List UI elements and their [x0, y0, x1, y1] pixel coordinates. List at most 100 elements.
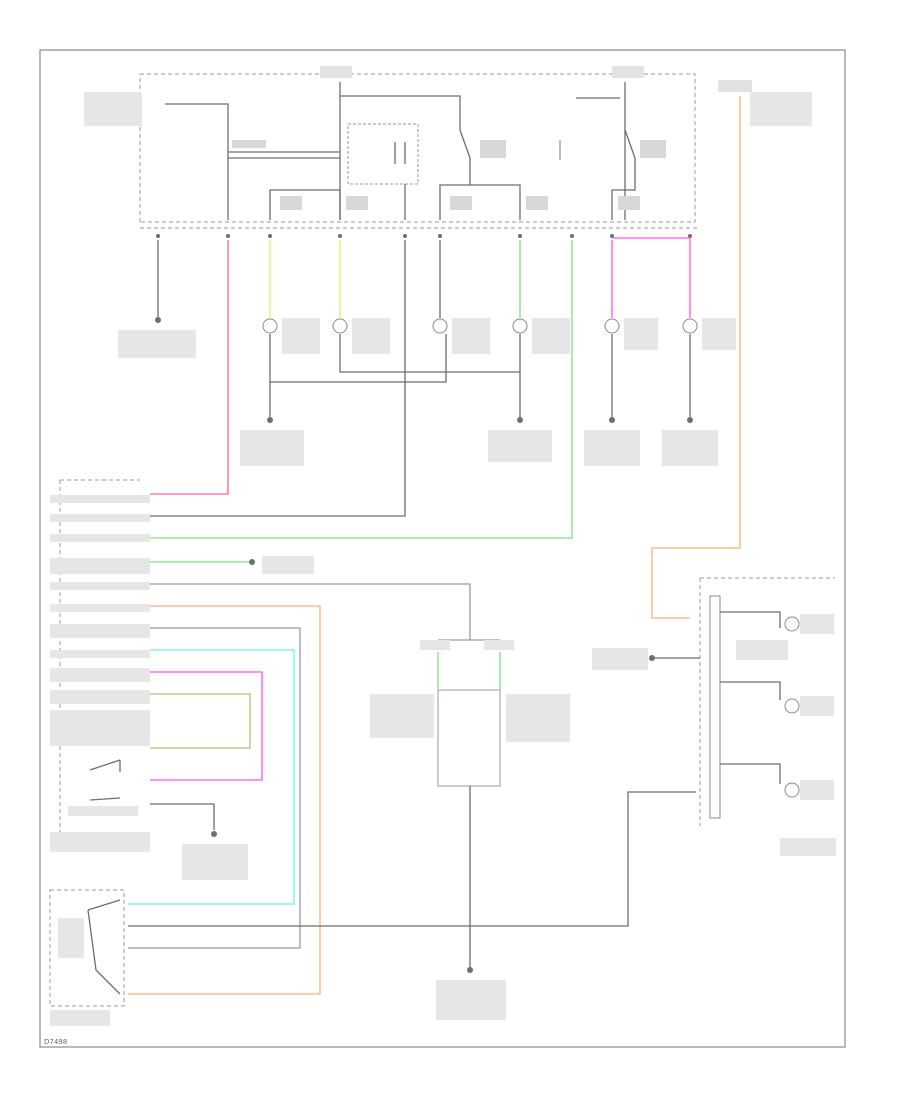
ground-symbol: [211, 831, 217, 837]
dist-wire-5: [611, 158, 636, 220]
module-pin-label: [50, 710, 150, 746]
module-pin-label: [50, 604, 150, 612]
center-relay: [370, 639, 570, 1020]
lamp-label: [352, 318, 390, 354]
lamp-right-high: [512, 318, 570, 354]
lamp-ground-link: [270, 334, 447, 383]
lamp-label: [532, 318, 570, 354]
gray-wire-module: [128, 627, 301, 949]
lamp-left-high: [432, 318, 490, 354]
ground-symbol: [517, 417, 523, 423]
ground-symbol: [267, 417, 273, 423]
hot-at-label-2: [612, 66, 644, 78]
connector-pin: [338, 234, 342, 238]
black-wire-module: [150, 240, 406, 517]
module-label: [50, 832, 150, 852]
relay-switch-2: [624, 129, 636, 159]
lamp-label: [452, 318, 490, 354]
fuse-label-5: [346, 196, 368, 210]
courtesy-label: [262, 556, 314, 574]
relay-side-label: [370, 694, 434, 738]
lamp-label: [624, 318, 658, 350]
connector-arrow: [249, 559, 255, 565]
module-pin-label: [50, 534, 150, 542]
indicator-lamp-icon: [784, 698, 800, 714]
orange-wire-module: [128, 605, 321, 995]
hot-at-label-1: [320, 66, 352, 78]
fuse-label-7: [526, 196, 548, 210]
dist-wire-1: [269, 189, 340, 220]
cluster-wire-3: [720, 763, 781, 784]
orange-wire-right: [651, 96, 741, 619]
connector-pin: [570, 234, 574, 238]
relay-feed-wire: [340, 95, 461, 130]
relay-outline: [437, 689, 501, 787]
left-feed-wire: [165, 103, 229, 220]
relay-pin-label: [484, 640, 514, 650]
diagram-border: [39, 49, 846, 1048]
lamp-ground-link-2: [339, 334, 521, 373]
footer-code: D7498: [44, 1038, 67, 1046]
module-pin-label: [50, 558, 150, 574]
black-wire-switch: [150, 803, 215, 830]
lamp-icon: [432, 318, 448, 334]
indicator-lamp-icon: [784, 616, 800, 632]
cluster-inner-label: [736, 640, 788, 660]
fuse-label-3: [640, 140, 666, 158]
switch-contacts: [87, 899, 121, 995]
magenta-wire-module: [150, 671, 263, 781]
relay-side-label-2: [506, 694, 570, 742]
module-pin-label: [50, 624, 150, 638]
hot-at-label-3: [718, 80, 752, 92]
fuse-block-label-right: [750, 92, 812, 126]
dist-wire-3: [439, 184, 521, 220]
connector-row: [140, 227, 700, 238]
magenta-wire-2: [612, 237, 691, 318]
indicator-label: [800, 614, 834, 634]
switch-label: [68, 806, 138, 816]
connector-pin: [403, 234, 407, 238]
lamp-icon: [682, 318, 698, 334]
indicator-label: [800, 780, 834, 800]
lamp-right-fog: [682, 318, 736, 350]
switch-symbol-1: [89, 759, 121, 772]
tan-wire-module: [150, 693, 251, 749]
indicator-label: [800, 696, 834, 716]
lamp-right-low: [332, 318, 390, 354]
fuse-label-2: [480, 140, 506, 158]
switch-positions-label: [58, 918, 84, 958]
cluster-wire-1: [720, 611, 781, 628]
ground-label-6: [182, 844, 248, 880]
module-pin-label: [50, 650, 150, 658]
cyan-wire-module: [128, 649, 295, 905]
ground-symbol: [467, 967, 473, 973]
lamp-icon: [332, 318, 348, 334]
cluster-label: [780, 838, 836, 856]
lamp-label: [702, 318, 736, 350]
ground-label-5: [662, 430, 718, 466]
ground-label-3: [488, 430, 552, 462]
ground-label-2: [240, 430, 304, 466]
relay-switch-1: [459, 129, 471, 159]
switch-symbol-2: [89, 797, 121, 801]
ground-label-7: [436, 980, 506, 1020]
connector-pin: [156, 234, 160, 238]
underhood-label: [84, 92, 142, 126]
cluster-wire-2: [720, 681, 781, 700]
fuse-label-1: [232, 140, 266, 148]
connector-pin: [438, 234, 442, 238]
connector-pin: [268, 234, 272, 238]
module-pin-label: [50, 495, 150, 503]
lamp-icon: [512, 318, 528, 334]
module-pin-label: [50, 690, 150, 704]
instrument-cluster: [592, 577, 836, 856]
headlamp-switch[interactable]: [49, 889, 125, 1026]
green-wire-module: [150, 240, 573, 539]
indicator-lamp-icon: [784, 782, 800, 798]
fuse-label-4: [280, 196, 302, 210]
relay-pin-label: [420, 640, 450, 650]
gray-wire-relay: [150, 583, 471, 640]
ground-label-4: [584, 430, 640, 466]
